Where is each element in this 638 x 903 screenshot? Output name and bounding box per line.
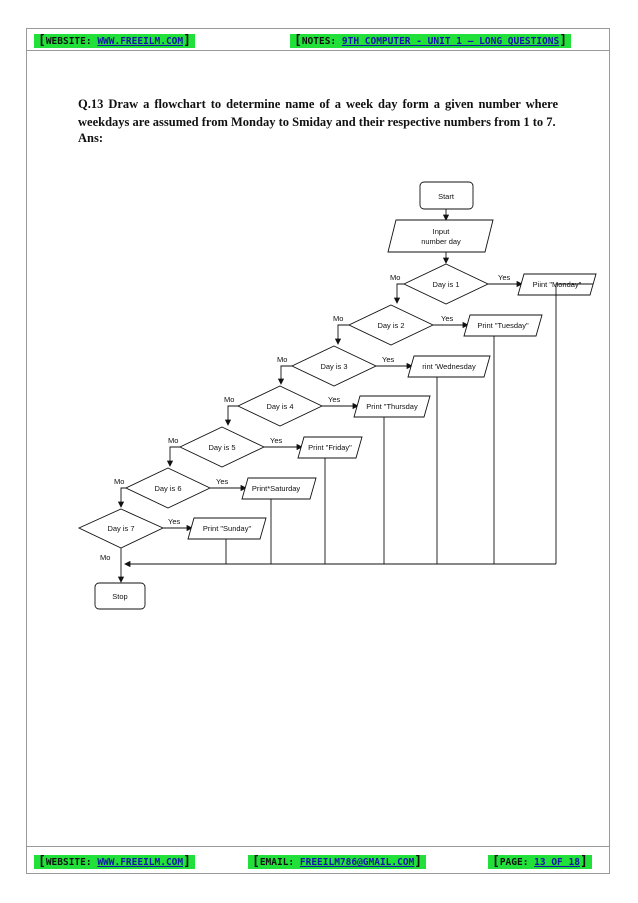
output-friday bbox=[297, 436, 363, 459]
decision-label-1: Day is 1 bbox=[432, 280, 459, 289]
header-notes-text: 9TH COMPUTER - UNIT 1 – LONG QUESTIONS bbox=[341, 36, 560, 47]
start-terminal bbox=[419, 181, 474, 210]
yes-label-5: Yes bbox=[270, 436, 282, 445]
decision-day-3 bbox=[290, 345, 378, 387]
decision-day-6 bbox=[124, 467, 212, 509]
yes-label-2: Yes bbox=[441, 314, 453, 323]
output-label-friday: Print "Friday" bbox=[308, 443, 352, 452]
output-tuesday bbox=[463, 314, 543, 337]
yes-label-7: Yes bbox=[168, 517, 180, 526]
output-label-saturday: Print*Saturday bbox=[252, 484, 301, 493]
yes-label-4: Yes bbox=[328, 395, 340, 404]
footer-email-label: EMAIL: bbox=[259, 857, 295, 868]
start-label: Start bbox=[438, 192, 455, 201]
yes-label-6: Yes bbox=[216, 477, 228, 486]
no-label-3: Mo bbox=[277, 355, 287, 364]
header-notes-tag: [NOTES: 9TH COMPUTER - UNIT 1 – LONG QUE… bbox=[290, 34, 572, 48]
no-label-7: Mo bbox=[100, 553, 110, 562]
decision-day-4 bbox=[236, 385, 324, 427]
footer-page-tag: [PAGE: 13 OF 18] bbox=[488, 855, 592, 869]
header-rule bbox=[26, 50, 610, 51]
output-label-thursday: Print "Thursday bbox=[366, 402, 418, 411]
output-saturday bbox=[241, 477, 317, 500]
footer-website-label: WEBSITE: bbox=[45, 857, 92, 868]
footer-website-link[interactable]: WWW.FREEILM.COM bbox=[97, 857, 184, 868]
output-label-tuesday: Print "Tuesday" bbox=[477, 321, 529, 330]
header-website-link[interactable]: WWW.FREEILM.COM bbox=[97, 36, 184, 47]
decision-label-4: Day is 4 bbox=[266, 402, 293, 411]
decision-label-6: Day is 6 bbox=[154, 484, 181, 493]
header-website-tag: [WEBSITE: WWW.FREEILM.COM] bbox=[34, 34, 195, 48]
page-frame bbox=[26, 28, 610, 874]
header-website-label: WEBSITE: bbox=[45, 36, 92, 47]
output-label-wednesday: rint 'Wednesday bbox=[422, 362, 476, 371]
output-monday bbox=[517, 273, 597, 296]
output-thursday bbox=[353, 395, 431, 418]
no-label-6: Mo bbox=[114, 477, 124, 486]
footer-website-tag: [WEBSITE: WWW.FREEILM.COM] bbox=[34, 855, 195, 869]
input-label-line2: number day bbox=[421, 237, 461, 246]
answer-label: Ans: bbox=[78, 131, 104, 145]
output-label-monday: Piint "Monday" bbox=[533, 280, 582, 289]
no-label-1: Mo bbox=[390, 273, 400, 282]
input-parallelogram bbox=[387, 219, 494, 253]
decision-day-2 bbox=[347, 304, 435, 346]
footer-page-label: PAGE: bbox=[499, 857, 529, 868]
stop-terminal bbox=[94, 582, 146, 610]
decision-day-5 bbox=[178, 426, 266, 468]
question-text: Q.13 Draw a flowchart to determine name … bbox=[78, 97, 558, 129]
decision-day-1 bbox=[402, 263, 490, 305]
yes-label-3: Yes bbox=[382, 355, 394, 364]
footer-page-number: 13 OF 18 bbox=[534, 857, 580, 868]
yes-label-1: Yes bbox=[498, 273, 510, 282]
decision-label-3: Day is 3 bbox=[320, 362, 347, 371]
output-sunday bbox=[187, 517, 267, 540]
footer-email-link[interactable]: FREEILM786@GMAIL.COM bbox=[299, 857, 415, 868]
footer-email-tag: [EMAIL: FREEILM786@GMAIL.COM] bbox=[248, 855, 427, 869]
footer-rule bbox=[26, 846, 610, 847]
decision-label-2: Day is 2 bbox=[377, 321, 404, 330]
header-notes-label: NOTES: bbox=[301, 36, 337, 47]
no-label-4: Mo bbox=[224, 395, 234, 404]
output-label-sunday: Print "Sunday" bbox=[203, 524, 252, 533]
stop-label: Stop bbox=[112, 592, 127, 601]
decision-label-5: Day is 5 bbox=[208, 443, 235, 452]
no-label-5: Mo bbox=[168, 436, 178, 445]
input-label-line1: Input bbox=[433, 227, 451, 236]
no-label-2: Mo bbox=[333, 314, 343, 323]
decision-label-7: Day is 7 bbox=[107, 524, 134, 533]
output-wednesday bbox=[407, 355, 491, 378]
